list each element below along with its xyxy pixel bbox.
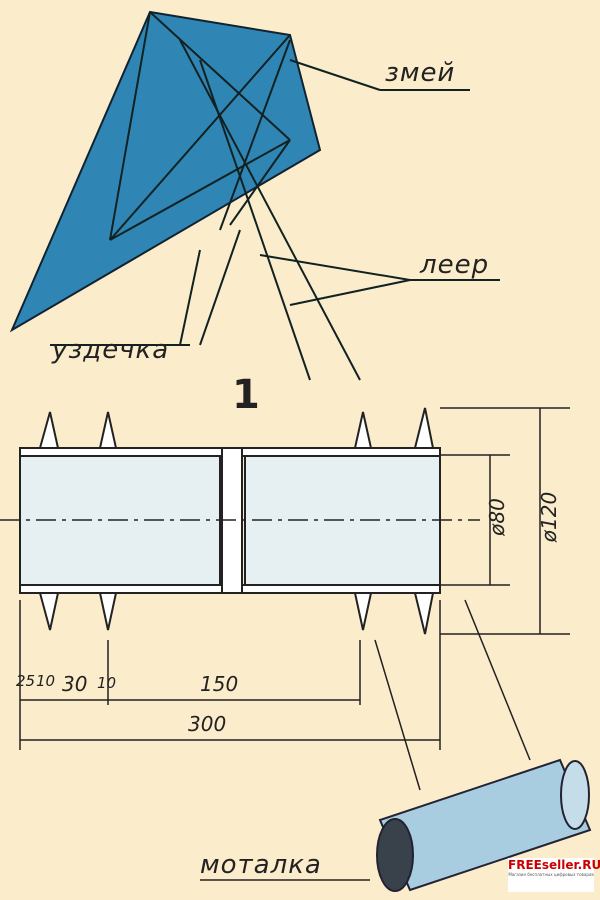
dim-10b: 10 xyxy=(97,674,117,692)
kite-strings xyxy=(50,11,500,381)
figure-number: 1 xyxy=(232,372,261,418)
dim-25: 25 xyxy=(16,672,36,690)
dim-150: 150 xyxy=(200,672,239,696)
reel-section xyxy=(0,407,480,635)
dimension-lines xyxy=(19,407,570,881)
dim-10a: 10 xyxy=(36,672,56,690)
dim-d80: ø80 xyxy=(484,498,509,536)
reel-illustration xyxy=(376,758,592,892)
label-line: леер xyxy=(420,250,490,280)
label-bridle: уздечка xyxy=(52,335,170,365)
kite-shape xyxy=(9,10,322,333)
dim-300: 300 xyxy=(188,712,227,736)
dim-30: 30 xyxy=(62,672,88,696)
label-kite: змей xyxy=(385,58,456,88)
dim-d120: ø120 xyxy=(537,491,562,543)
watermark-tagline: Магазин бесплатных цифровых товаров xyxy=(508,872,594,877)
label-reel: моталка xyxy=(200,850,322,880)
watermark: FREEseller.RU Магазин бесплатных цифровы… xyxy=(508,858,600,892)
watermark-brand: FREEseller.RU xyxy=(508,858,600,872)
